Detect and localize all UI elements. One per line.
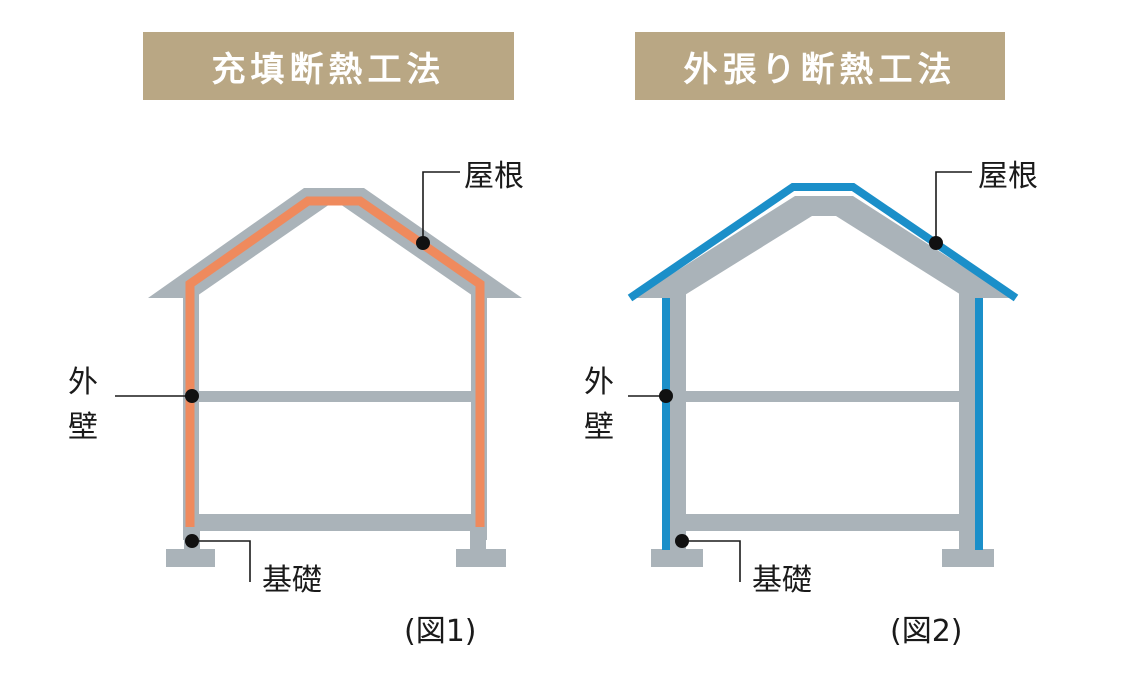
right-wall-right — [959, 290, 975, 552]
left-foundation-leader — [192, 540, 251, 582]
right-title: 外張り断熱工法 — [635, 32, 1005, 100]
right-caption: (図2) — [890, 614, 963, 649]
right-wall-dot — [659, 389, 673, 403]
right-foundation-dot — [675, 534, 689, 548]
left-roof-dot — [416, 236, 430, 250]
left-foundation-dot — [185, 534, 199, 548]
left-caption: (図1) — [404, 614, 477, 649]
right-house: 屋根 外 壁 基礎 (図2) — [584, 159, 1038, 649]
left-floor-upper — [195, 391, 475, 402]
right-roof-label: 屋根 — [978, 159, 1038, 194]
left-wall-label-top: 外 — [68, 365, 98, 400]
left-roof-leader — [422, 171, 460, 243]
left-structure — [148, 188, 522, 567]
left-wall-label-bottom: 壁 — [68, 410, 98, 445]
right-wall-left — [670, 290, 686, 552]
left-insulation — [185, 196, 485, 527]
right-roof-leader — [935, 171, 972, 243]
right-structure — [634, 196, 1012, 567]
left-foundation-label: 基礎 — [262, 563, 322, 598]
left-footing-right — [456, 549, 506, 567]
right-roof-dot — [929, 236, 943, 250]
right-footing-right — [942, 549, 994, 567]
right-floor-upper — [684, 391, 962, 402]
right-foundation-label: 基礎 — [752, 563, 812, 598]
right-floor-ground — [684, 514, 962, 531]
left-roof — [148, 188, 522, 298]
left-roof-label: 屋根 — [464, 159, 524, 194]
right-roof — [634, 196, 1012, 298]
left-floor-ground — [195, 514, 475, 531]
left-title: 充填断熱工法 — [143, 32, 514, 100]
left-post-right — [470, 530, 486, 552]
right-footing-left — [651, 549, 703, 567]
left-house: 屋根 外 壁 基礎 (図1) — [68, 159, 524, 649]
left-footing-left — [166, 549, 215, 567]
right-wall-label-top: 外 — [584, 365, 614, 400]
right-wall-label-bottom: 壁 — [584, 410, 614, 445]
right-foundation-leader — [682, 540, 741, 582]
left-wall-dot — [185, 389, 199, 403]
